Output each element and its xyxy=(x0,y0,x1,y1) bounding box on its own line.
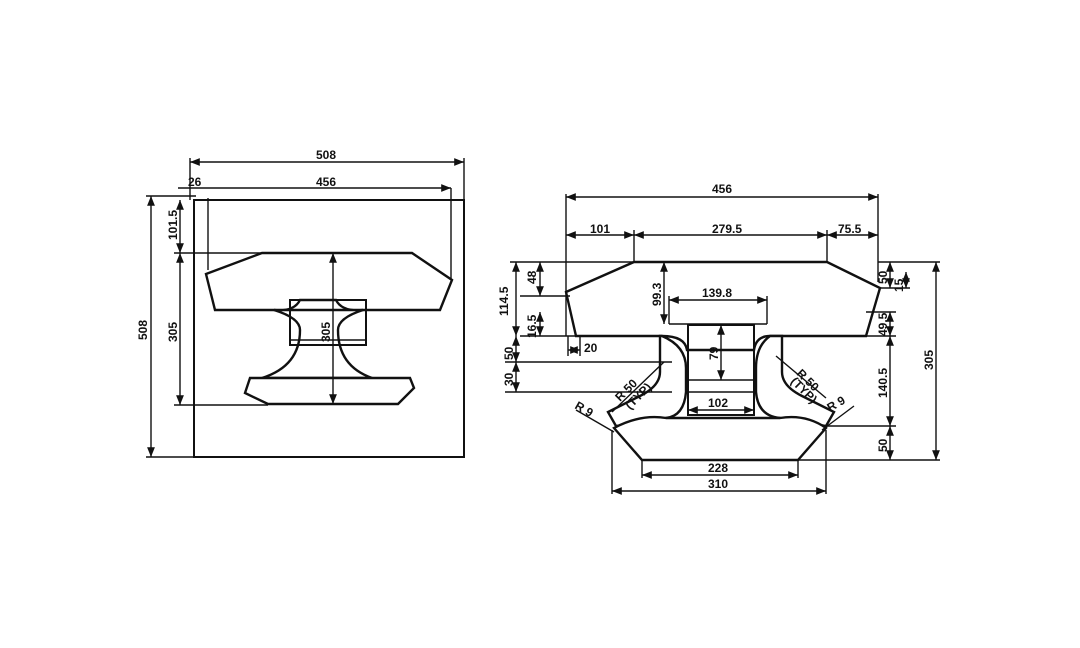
right-view: 456 101 279.5 75.5 114.5 48 16.5 50 30 2… xyxy=(497,182,940,495)
dim-508-side: 508 xyxy=(136,320,150,340)
left-outer-frame xyxy=(193,199,465,458)
right-right-flange xyxy=(754,334,836,428)
dim-r9-left: R 9 xyxy=(573,398,596,420)
left-block-top xyxy=(204,251,454,312)
dim-305-inner: 305 xyxy=(319,322,333,342)
left-center-pad xyxy=(289,299,367,346)
dim-50-top-right: 50 xyxy=(876,270,890,284)
dim-310: 310 xyxy=(708,477,728,491)
left-view: 508 26 456 508 101.5 305 305 xyxy=(136,148,465,458)
left-block-foot xyxy=(243,376,416,406)
dim-75-5: 75.5 xyxy=(838,222,862,236)
dim-456-right: 456 xyxy=(712,182,732,196)
dim-305-side: 305 xyxy=(166,322,180,342)
dim-114-5: 114.5 xyxy=(497,286,511,316)
leader-r50-right xyxy=(775,355,827,399)
dim-30: 30 xyxy=(502,372,516,386)
leader-r9-left xyxy=(575,409,615,433)
right-block-top xyxy=(564,260,882,352)
dim-49-5: 49.5 xyxy=(876,312,890,336)
dim-26: 26 xyxy=(188,175,202,189)
dim-99-3: 99.3 xyxy=(650,282,664,306)
dim-140-5: 140.5 xyxy=(876,368,890,398)
dim-456-left: 456 xyxy=(316,175,336,189)
dim-101-5: 101.5 xyxy=(166,210,180,240)
dim-305-right: 305 xyxy=(922,350,936,370)
dim-16-5: 16.5 xyxy=(525,314,539,338)
dim-15: 15 xyxy=(892,278,906,292)
dim-79: 79 xyxy=(707,346,721,360)
right-left-flange xyxy=(606,334,688,428)
dim-279-5: 279.5 xyxy=(712,222,742,236)
dim-508-top: 508 xyxy=(316,148,336,162)
dim-50-bottom-right: 50 xyxy=(876,438,890,452)
right-block-foot xyxy=(612,415,828,462)
leader-r50-left xyxy=(611,361,665,413)
dim-101: 101 xyxy=(590,222,610,236)
dim-50-left: 50 xyxy=(502,346,516,360)
dim-139-8: 139.8 xyxy=(702,286,732,300)
dim-102: 102 xyxy=(708,396,728,410)
dim-20: 20 xyxy=(584,341,598,355)
dim-228: 228 xyxy=(708,461,728,475)
dim-48: 48 xyxy=(525,270,539,284)
